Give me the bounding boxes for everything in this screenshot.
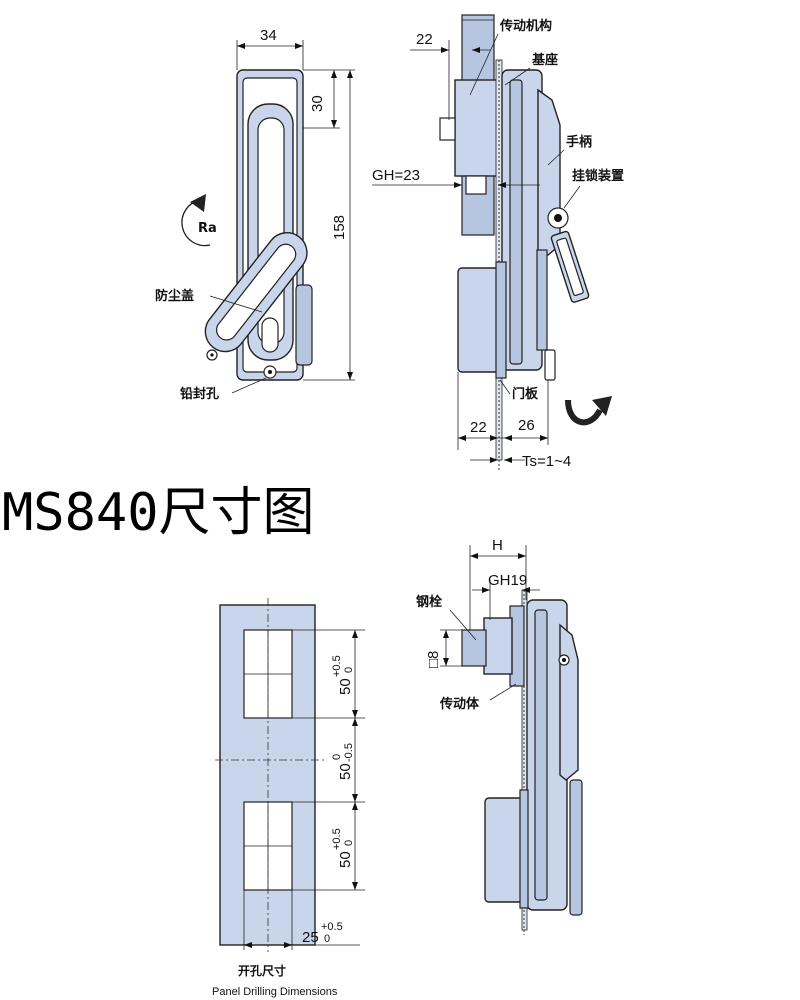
rod-rear-cylinder <box>484 797 526 903</box>
padlock-shackle <box>550 230 590 303</box>
svg-text:0: 0 <box>324 933 330 945</box>
svg-text:0: 0 <box>343 667 355 673</box>
side-mount <box>295 284 313 366</box>
svg-text:0: 0 <box>343 840 355 846</box>
bolt-lower <box>465 175 487 195</box>
steel-bolt <box>483 617 513 675</box>
panel-drilling: 50 +0.5 0 50 0 -0.5 50 +0.5 0 25 +0.5 0 … <box>212 598 365 998</box>
dim-26: 26 <box>518 417 535 434</box>
dim-50-upper: 50 <box>337 678 354 695</box>
dim-gh19: GH19 <box>488 572 527 589</box>
side-view: 22 GH=23 传动机构 基座 手柄 挂锁装置 门板 22 26 Ts=1~4 <box>372 14 624 470</box>
dim-25: 25 <box>302 929 319 946</box>
dim-square-8: □8 <box>425 651 442 668</box>
dim-50-middle: 50 <box>337 763 354 780</box>
dim-158: 158 <box>331 215 348 240</box>
dust-cover-lever <box>204 232 308 353</box>
base-block <box>454 79 500 177</box>
seal-hole-label: 铅封孔 <box>180 386 219 402</box>
drive-mechanism-label: 传动机构 <box>499 18 552 34</box>
dim-34: 34 <box>260 27 277 44</box>
rotation-label: Ra <box>198 221 217 236</box>
steel-bolt-label: 钢栓 <box>416 594 442 610</box>
rod-view: H GH19 □8 钢栓 传动体 <box>416 537 583 935</box>
dim-30: 30 <box>309 95 326 112</box>
gh-23: GH=23 <box>372 167 420 184</box>
padlock-label: 挂锁装置 <box>572 168 624 184</box>
ts-range: Ts=1~4 <box>522 453 571 470</box>
drive-body-label: 传动体 <box>439 696 480 712</box>
page-title: MS840尺寸图 <box>2 483 315 543</box>
rod-handle <box>559 623 579 781</box>
dim-h: H <box>492 537 503 554</box>
front-view: 34 30 158 Ra 防尘盖 <box>155 27 355 402</box>
keyhole <box>261 317 279 353</box>
dim-22-top: 22 <box>416 31 433 48</box>
drilling-caption-cn: 开孔尺寸 <box>238 963 286 978</box>
svg-text:+0.5: +0.5 <box>331 655 343 677</box>
drilling-caption-en: Panel Drilling Dimensions <box>212 986 338 998</box>
svg-text:0: 0 <box>331 754 343 760</box>
svg-text:+0.5: +0.5 <box>331 828 343 850</box>
door-panel-label: 门板 <box>512 386 539 402</box>
nut <box>439 117 456 141</box>
svg-text:-0.5: -0.5 <box>343 743 355 762</box>
dust-cover-label: 防尘盖 <box>155 288 194 304</box>
side-handle <box>537 88 561 256</box>
svg-text:+0.5: +0.5 <box>321 921 343 933</box>
base-label: 基座 <box>531 52 558 68</box>
square-shaft <box>461 629 487 667</box>
rear-cylinder <box>457 267 501 373</box>
handle-label: 手柄 <box>566 134 592 150</box>
dim-22-bottom: 22 <box>470 419 487 436</box>
dim-50-lower: 50 <box>337 851 354 868</box>
